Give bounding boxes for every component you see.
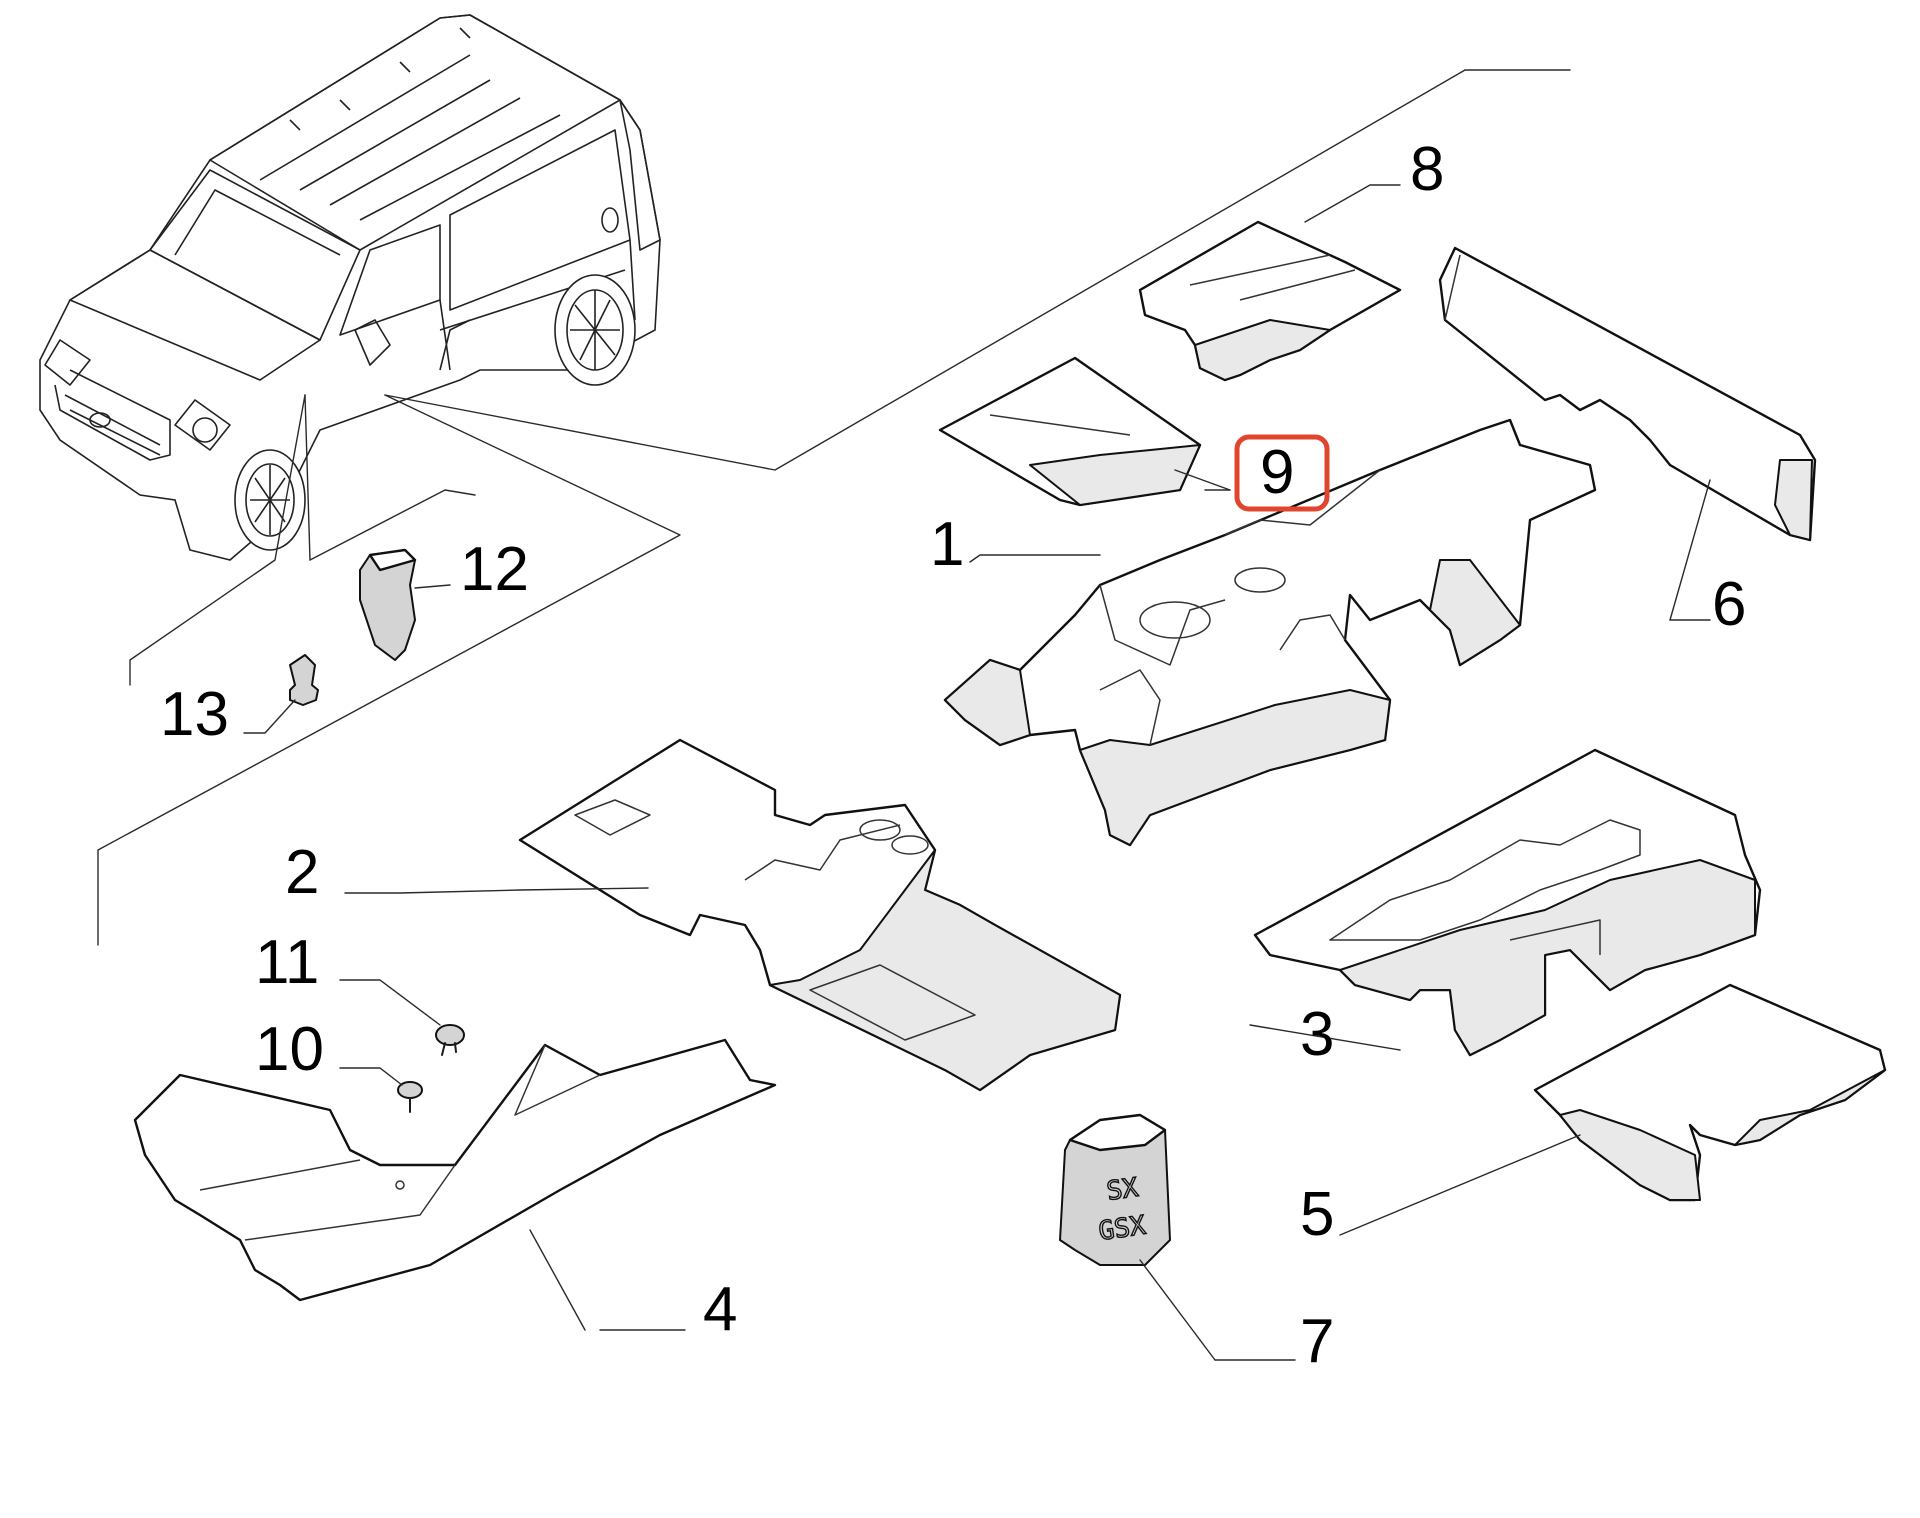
callout-8: 8 bbox=[1410, 135, 1444, 204]
part-9-mat bbox=[938, 356, 1202, 507]
part-3-rear-tray bbox=[1253, 748, 1762, 1057]
part-10-screw bbox=[397, 1081, 423, 1113]
part-2-floor-tray bbox=[518, 738, 1122, 1092]
callout-9-highlight-box bbox=[1234, 434, 1330, 512]
callout-1: 1 bbox=[930, 510, 964, 579]
callout-4: 4 bbox=[703, 1275, 737, 1344]
callout-10: 10 bbox=[255, 1015, 324, 1084]
callout-11: 11 bbox=[255, 928, 319, 997]
part-7-cap: SX GSX bbox=[1059, 1113, 1171, 1266]
callout-9: 9 bbox=[1260, 438, 1294, 507]
vehicle-illustration bbox=[39, 14, 661, 561]
part-4-underbody-panel bbox=[133, 1038, 777, 1302]
callout-labels: 1 2 3 4 5 6 7 8 9 10 11 12 13 bbox=[160, 135, 1746, 1376]
callout-5: 5 bbox=[1300, 1180, 1334, 1249]
part-12-clip bbox=[359, 548, 417, 661]
callout-6: 6 bbox=[1712, 570, 1746, 639]
part-6-side-trim bbox=[1438, 246, 1817, 542]
callout-2: 2 bbox=[285, 838, 319, 907]
cap-marking-gsx: GSX bbox=[1097, 1211, 1148, 1247]
callout-13: 13 bbox=[160, 680, 229, 749]
cap-marking-sx: SX bbox=[1105, 1173, 1141, 1207]
part-1-console bbox=[943, 418, 1597, 847]
part-13-bolt bbox=[289, 654, 319, 706]
callout-3: 3 bbox=[1300, 1000, 1334, 1069]
callout-leaders bbox=[243, 184, 1711, 1361]
callout-7: 7 bbox=[1300, 1307, 1334, 1376]
part-5-cover bbox=[1533, 983, 1887, 1202]
part-11-fastener bbox=[435, 1024, 465, 1056]
frame-lines bbox=[97, 69, 1571, 946]
part-8-cover-panel bbox=[1138, 220, 1402, 382]
callout-12: 12 bbox=[460, 535, 529, 604]
